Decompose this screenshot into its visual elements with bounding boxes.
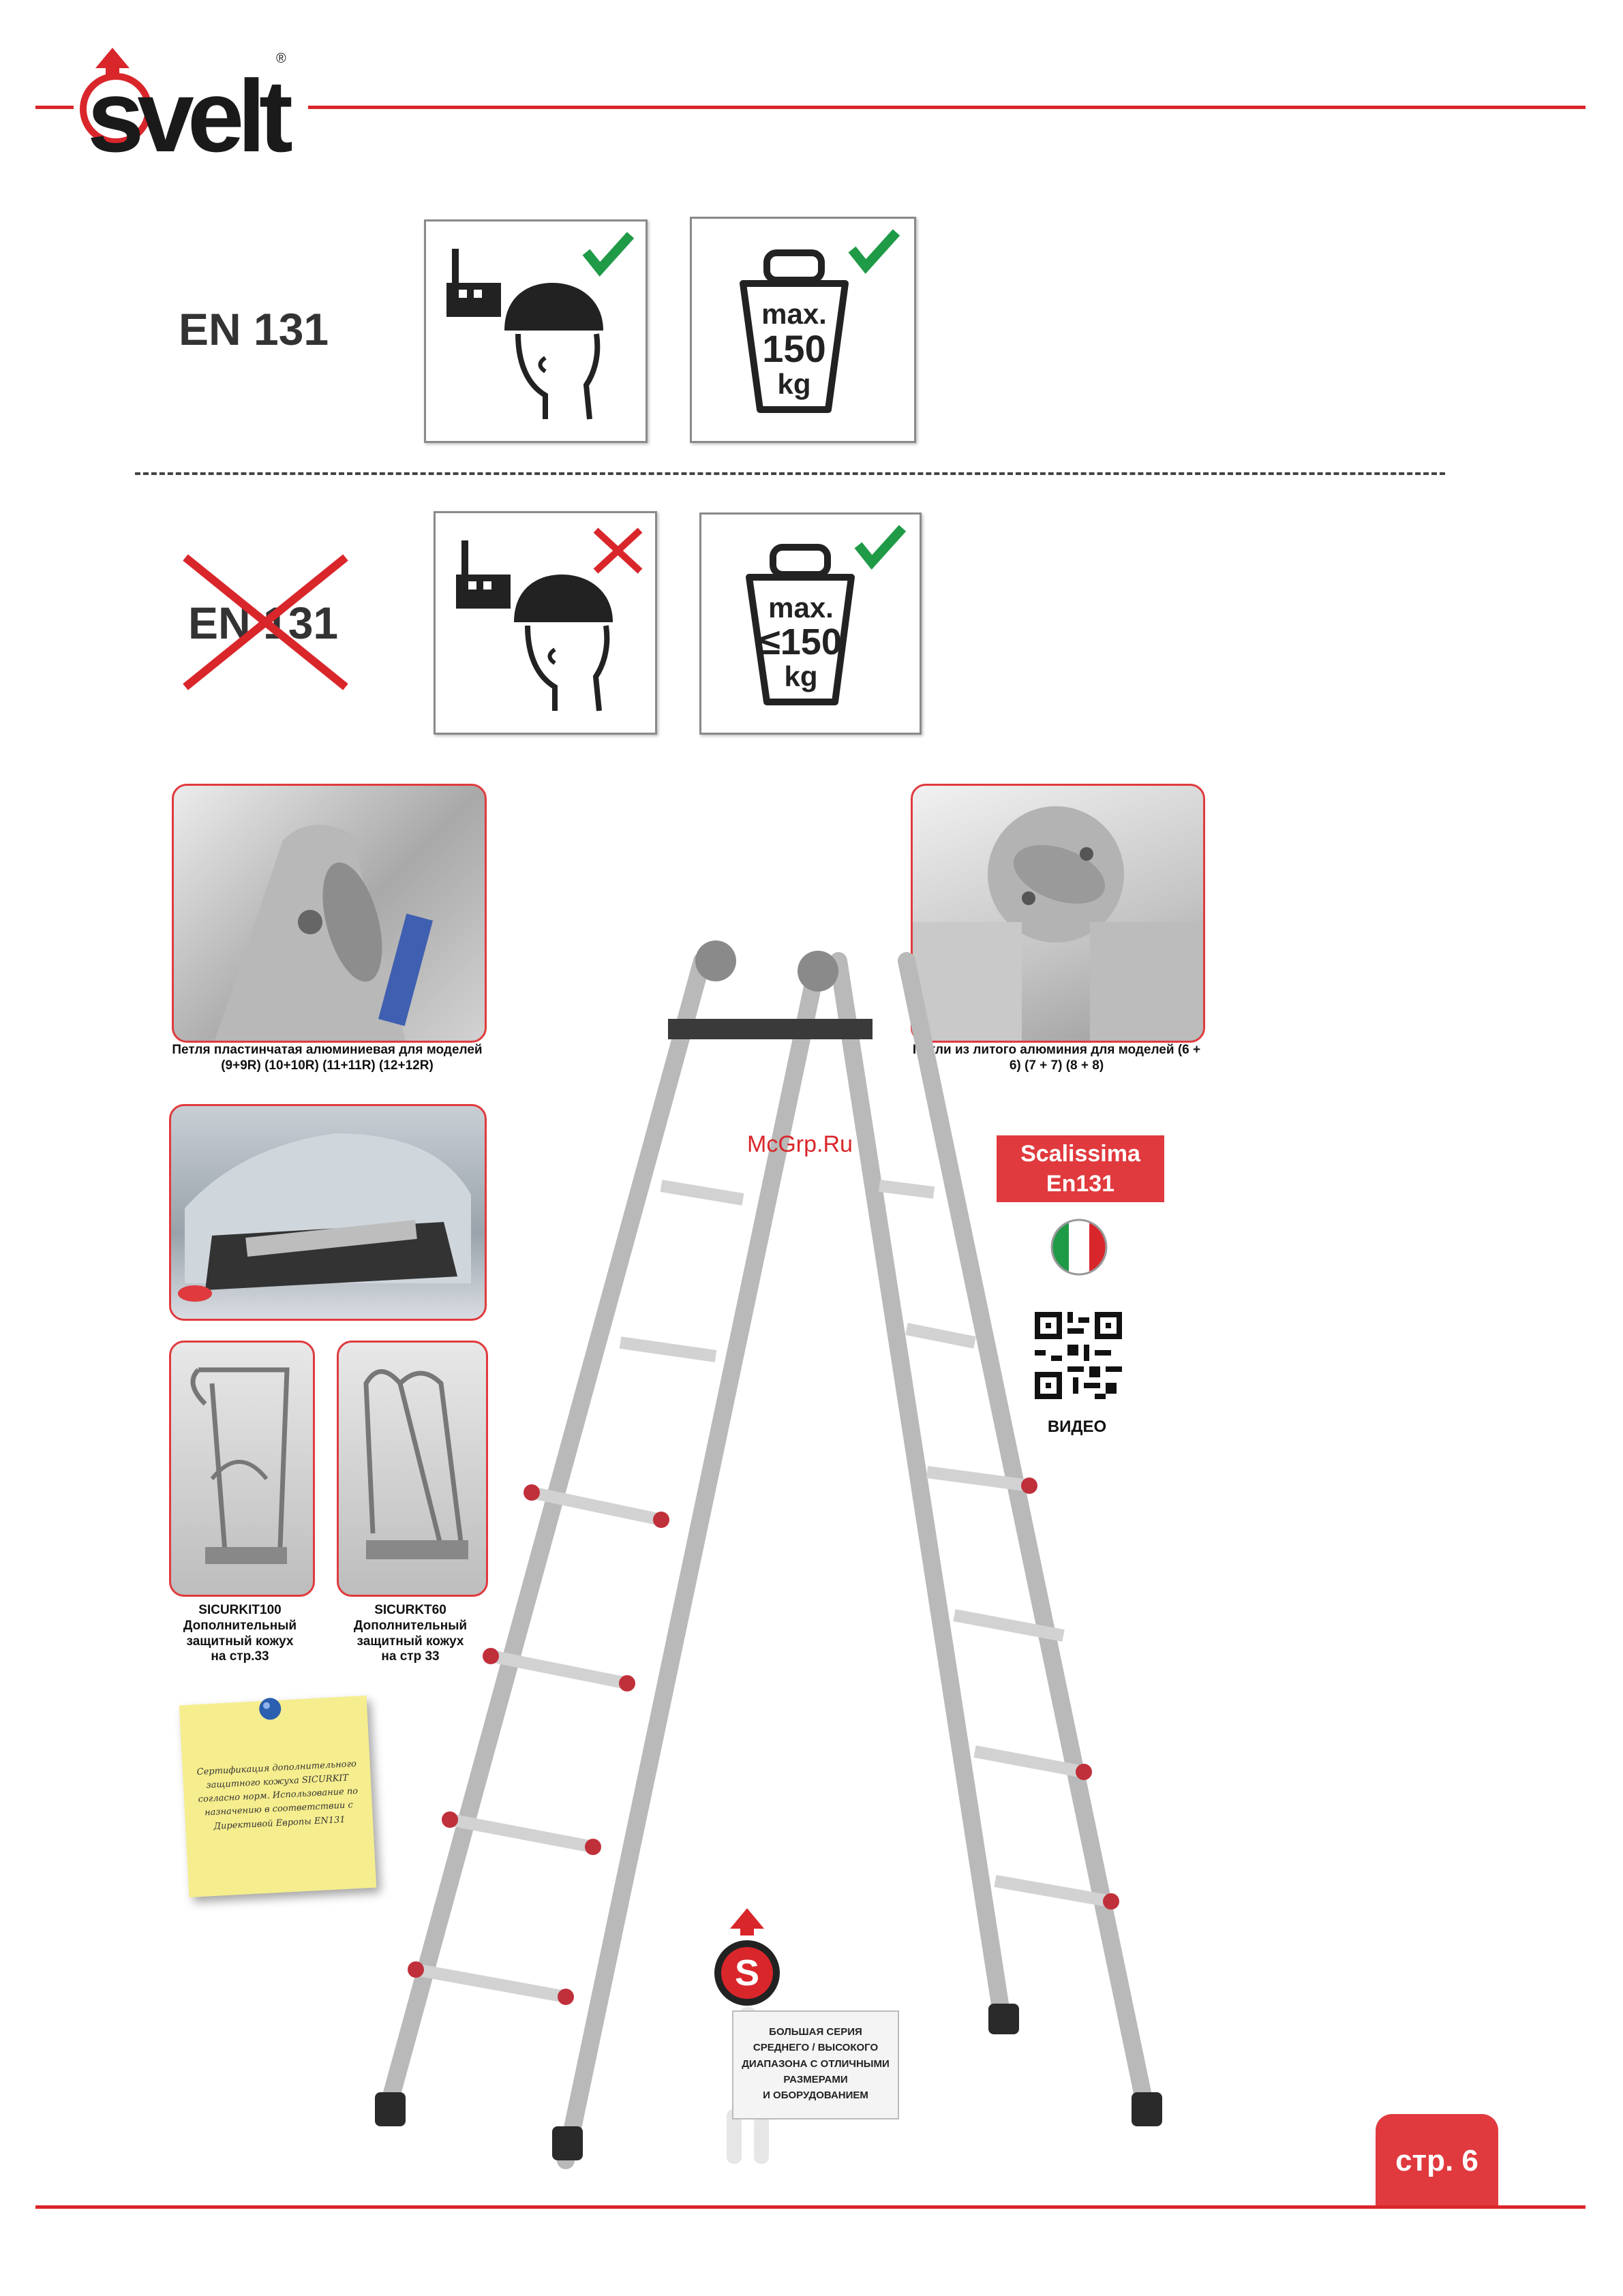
load-line-max: max. <box>768 592 834 624</box>
sicurkt60-photo <box>337 1341 488 1597</box>
sign-line-4: РАЗМЕРАМИ <box>783 2073 848 2085</box>
hinge-caption-right: Петли из литого алюминия для моделей (6 … <box>912 1043 1201 1073</box>
series-sign: БОЛЬШАЯ СЕРИЯ СРЕДНЕГО / ВЫСОКОГО ДИАПАЗ… <box>732 2010 899 2119</box>
car-trunk-photo <box>169 1104 487 1321</box>
kit100-page: на стр.33 <box>211 1649 269 1664</box>
professional-use-icon <box>446 232 635 420</box>
telescopic-ladder-image <box>375 940 1162 2169</box>
professional-use-box-crossed <box>434 511 657 735</box>
registered-mark: ® <box>276 51 286 66</box>
kit60-line3: защитный кожух <box>357 1634 464 1649</box>
load-line-value: ≤150 <box>760 622 842 663</box>
pushpin-icon <box>259 1698 282 1720</box>
product-name: Scalissima <box>1020 1141 1140 1167</box>
footer-rule <box>35 2205 1586 2209</box>
en131-crossed: EN 131 <box>179 551 356 694</box>
video-label: ВИДЕО <box>1047 1418 1107 1436</box>
load-line-value: 150 <box>762 327 826 371</box>
sign-line-1: БОЛЬШАЯ СЕРИЯ <box>769 2026 862 2038</box>
sign-line-3: ДИАПАЗОНА С ОТЛИЧНЫМИ <box>742 2057 890 2070</box>
kit100-line3: защитный кожух <box>186 1634 294 1649</box>
check-icon <box>582 232 635 277</box>
kit60-line2: Дополнительный <box>353 1618 468 1633</box>
sticky-note: Сертификация дополнительного защитного к… <box>179 1695 377 1898</box>
max-load-box: max. 150 kg <box>690 217 916 443</box>
kit60-code: SICURKT60 <box>374 1603 446 1617</box>
check-icon <box>854 525 907 570</box>
en131-label: EN 131 <box>179 304 329 354</box>
brand-name: svelt <box>87 59 293 173</box>
header-rule-right <box>308 106 1586 109</box>
check-icon <box>848 229 900 274</box>
product-badge: Scalissima En131 <box>997 1135 1164 1202</box>
svg-text:S: S <box>735 1953 759 1993</box>
watermark-text: McGrp.Ru <box>747 1131 853 1157</box>
sign-line-5: И ОБОРУДОВАНИЕМ <box>763 2090 868 2101</box>
load-line-unit: kg <box>777 367 811 400</box>
logo-arrow-icon <box>80 48 152 145</box>
cross-out-icon <box>183 554 348 690</box>
note-text: Сертификация дополнительного защитного к… <box>196 1758 359 1832</box>
kit60-page: на стр 33 <box>381 1649 440 1664</box>
kit100-line2: Дополнительный <box>183 1618 297 1633</box>
sicurkt60-caption: SICURKT60 Дополнительный защитный кожух … <box>326 1603 495 1665</box>
max-load-weight-icon <box>746 525 907 705</box>
professional-use-icon <box>456 527 643 711</box>
cross-icon <box>593 527 643 574</box>
load-line-unit: kg <box>784 660 818 692</box>
sicurkit100-photo <box>169 1341 315 1597</box>
hinge-photo-right <box>911 784 1205 1043</box>
hinge-photo-left <box>172 784 487 1043</box>
italy-flag-icon <box>1050 1219 1108 1276</box>
section-divider <box>135 472 1445 475</box>
hinge-caption-left: Петля пластинчатая алюминиевая для модел… <box>172 1043 483 1073</box>
max-load-weight-icon <box>740 229 900 413</box>
sicurkit100-caption: SICURKIT100 Дополнительный защитный кожу… <box>155 1603 324 1665</box>
max-load-box-limited: max. ≤150 kg <box>699 512 922 735</box>
page-number-badge: стр. 6 <box>1376 2114 1498 2208</box>
header-rule-left <box>35 106 74 109</box>
kit100-code: SICURKIT100 <box>198 1603 282 1617</box>
qr-code-icon[interactable] <box>1035 1312 1122 1399</box>
load-line-max: max. <box>761 298 827 330</box>
sign-line-2: СРЕДНЕГО / ВЫСОКОГО <box>753 2042 879 2054</box>
product-standard: En131 <box>1046 1171 1115 1197</box>
professional-use-box <box>424 219 648 443</box>
